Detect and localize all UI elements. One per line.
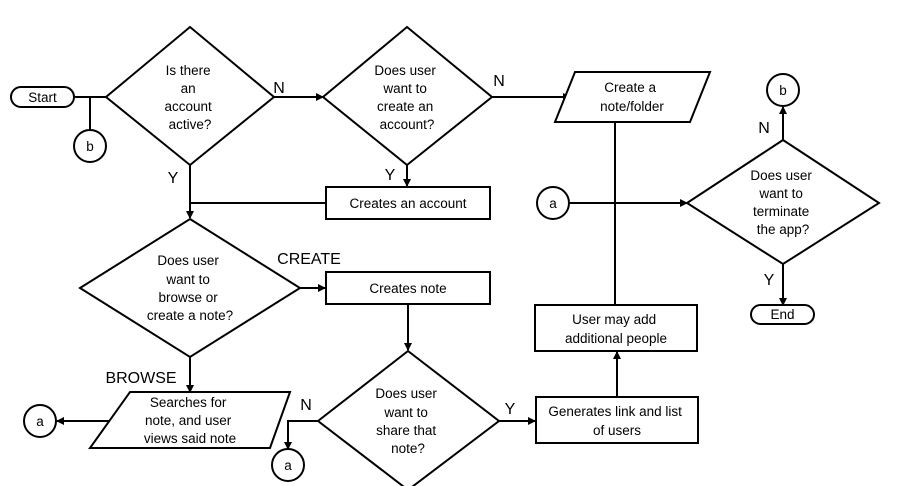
decision-browse-create: Does user want to browse or create a not…: [78, 217, 302, 359]
edge-label-create-no: N: [493, 73, 505, 90]
process-generates-link: Generates link and list of users: [535, 396, 699, 444]
connector-a-mid: a: [536, 186, 570, 220]
edge-label-create-yes: Y: [385, 167, 396, 184]
edge-share-no: [284, 420, 318, 450]
connector-a-left: a: [23, 404, 57, 438]
decision-account-active: Is there an account active?: [104, 25, 276, 167]
io-searches-note: Searches for note, and user views said n…: [88, 391, 292, 449]
connector-b-left-label: b: [86, 139, 94, 154]
decision-account-active-label: Is there an account active?: [164, 63, 215, 132]
decision-create-account: Does user want to create an account?: [321, 25, 494, 167]
edge-label-share-yes: Y: [505, 401, 516, 418]
connector-a-mid-label: a: [549, 196, 557, 211]
connector-a-bottom-label: a: [284, 458, 292, 473]
process-user-add-people: User may add additional people: [534, 304, 698, 352]
process-creates-account-label: Creates an account: [349, 196, 466, 211]
end-node: End: [750, 304, 815, 325]
edge-label-account-yes: Y: [168, 170, 179, 187]
connector-b-right: b: [766, 73, 800, 107]
start-node: Start: [10, 86, 75, 108]
connector-b-right-label: b: [779, 83, 787, 98]
decision-browse-create-label: Does user want to browse or create a not…: [147, 253, 233, 323]
decision-share-note-label: Does user want to share that note?: [375, 386, 440, 456]
process-creates-note-label: Creates note: [369, 281, 446, 296]
edge-label-share-no: N: [300, 397, 312, 414]
edge-label-browse-branch: BROWSE: [105, 370, 176, 387]
decision-terminate-label: Does user want to terminate the app?: [750, 168, 815, 237]
edge-label-create-branch: CREATE: [277, 251, 341, 268]
edge-labels: N Y N Y N Y CREATE BROWSE N Y: [105, 73, 774, 418]
connector-b-left: b: [73, 129, 107, 163]
edge-label-terminate-yes: Y: [764, 272, 775, 289]
edge-label-terminate-no: N: [758, 120, 770, 137]
process-creates-note: Creates note: [325, 271, 491, 305]
decision-share-note: Does user want to share that note?: [316, 349, 501, 486]
process-generates-link-label: Generates link and list of users: [548, 404, 685, 438]
connector-a-bottom: a: [271, 448, 305, 482]
connector-a-left-label: a: [36, 414, 44, 429]
decision-terminate: Does user want to terminate the app?: [685, 138, 881, 266]
io-searches-note-label: Searches for note, and user views said n…: [144, 395, 236, 446]
process-user-add-people-label: User may add additional people: [565, 312, 667, 346]
io-create-note-folder-label: Create a note/folder: [600, 80, 664, 114]
edge-label-account-no: N: [273, 80, 285, 97]
start-label: Start: [28, 90, 57, 105]
end-label: End: [770, 307, 794, 322]
decision-create-account-label: Does user want to create an account?: [374, 63, 439, 132]
process-creates-account: Creates an account: [325, 186, 491, 220]
connector-lines: [56, 93, 787, 450]
io-create-note-folder: Create a note/folder: [553, 71, 712, 123]
